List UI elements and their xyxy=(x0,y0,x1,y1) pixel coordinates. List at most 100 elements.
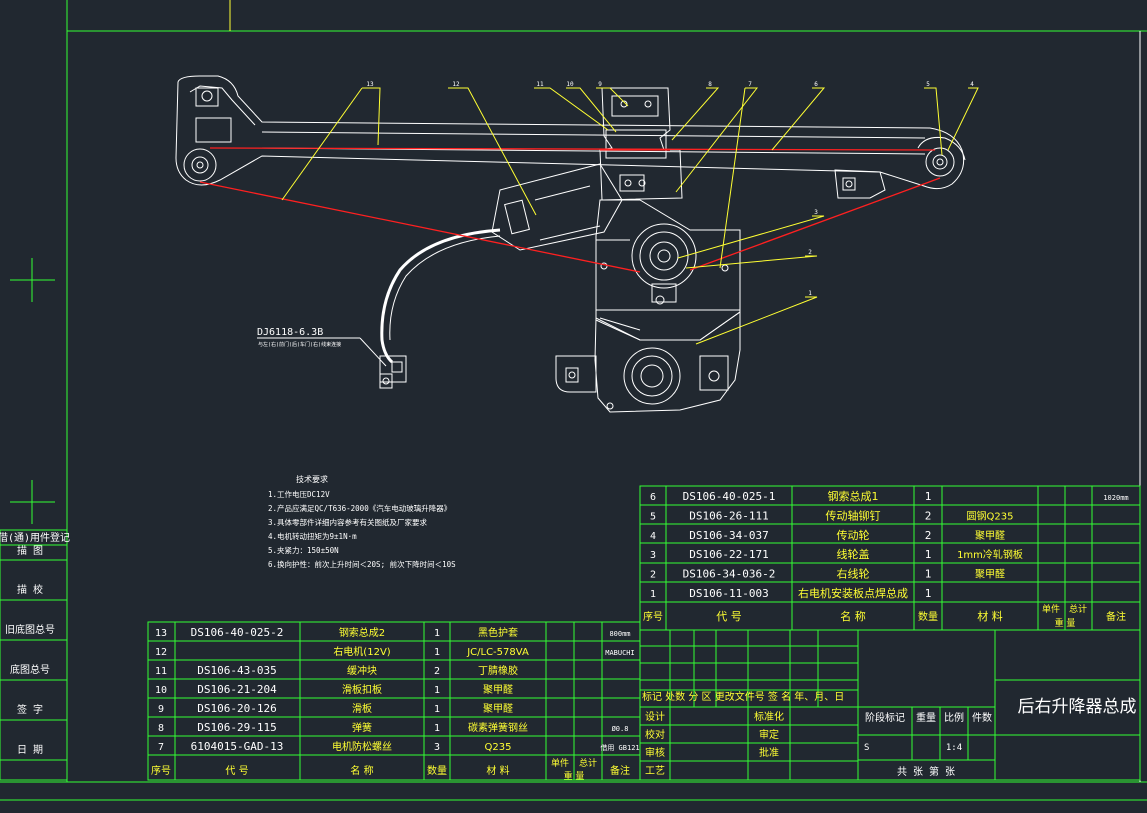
scale-value: 1:4 xyxy=(946,743,962,753)
bom-header-name: 名 称 xyxy=(840,609,866,623)
bom-header-note: 备注 xyxy=(1106,610,1126,623)
tech-requirement-item: 3.具体零部件详细内容参考有关图纸及厂家要求 xyxy=(268,517,428,527)
bom-row-code: DS106-20-126 xyxy=(197,702,276,715)
bom-row-code: DS106-34-036-2 xyxy=(683,568,776,581)
tech-requirement-item: 4.电机转动扭矩为9±1N·m xyxy=(268,531,357,541)
bom-row-qty: 1 xyxy=(434,628,440,639)
bom-header-weight: 重 量 xyxy=(1055,617,1076,629)
stage-value: S xyxy=(864,743,869,753)
side-registration-block xyxy=(0,529,68,781)
bom-row-name: 缓冲块 xyxy=(347,664,377,677)
bom-row-material: 黑色护套 xyxy=(478,626,518,639)
title-role: 批准 xyxy=(759,746,779,759)
callout-leaders xyxy=(281,87,979,345)
bom-header-code: 代 号 xyxy=(225,765,248,777)
side-label: 旧底图总号 xyxy=(5,623,55,636)
bom-row-number: 10 xyxy=(155,685,167,696)
bom-row-number: 3 xyxy=(650,550,656,561)
bom-row-name: 传动轮 xyxy=(837,528,870,542)
bom-row-number: 5 xyxy=(650,511,656,522)
drawing-title: 后右升降器总成 xyxy=(1018,697,1137,717)
tech-requirement-item: 5.夹紧力：150±50N xyxy=(268,545,339,555)
bom-row-name: 滑板扣板 xyxy=(342,683,382,696)
bom-row-number: 7 xyxy=(158,742,164,753)
bom-row-material: 聚甲醛 xyxy=(483,683,513,696)
bom-row-qty: 1 xyxy=(434,685,440,696)
bom-row-qty: 1 xyxy=(925,587,932,600)
bom-row-number: 11 xyxy=(155,666,167,677)
scale-label: 比例 xyxy=(944,711,964,724)
bom-row-note: Ø0.8 xyxy=(612,725,629,733)
bom-row-material: 聚甲醛 xyxy=(975,529,1005,542)
bom-header-no: 序号 xyxy=(151,764,171,777)
bom-row-code: DS106-40-025-1 xyxy=(683,490,776,503)
bom-row-code: DS106-34-037 xyxy=(689,529,768,542)
bom-row-code: DS106-40-025-2 xyxy=(191,626,284,639)
bom-row-qty: 1 xyxy=(434,647,440,658)
callout-number: 13 xyxy=(366,81,374,88)
bom-row-name: 电机防松螺丝 xyxy=(332,740,392,753)
bom-row-name: 钢索总成2 xyxy=(339,626,385,639)
bom-row-number: 6 xyxy=(650,492,656,503)
title-block-grid xyxy=(639,629,1141,781)
bom-row-name: 线轮盖 xyxy=(837,547,870,561)
bom-row-qty: 2 xyxy=(925,529,932,542)
bom-row-number: 1 xyxy=(650,589,656,600)
callout-number: 12 xyxy=(452,81,460,88)
bom-row-number: 2 xyxy=(650,570,656,581)
bom-row-material: 丁腈橡胶 xyxy=(478,664,518,677)
bom-row-name: 滑板 xyxy=(352,702,372,715)
side-label: 底图总号 xyxy=(10,663,50,676)
side-block-header: 借(通)用件登记 xyxy=(0,531,70,544)
bom-row-material: 聚甲醛 xyxy=(483,702,513,715)
bom-header-qty: 数量 xyxy=(918,610,938,623)
bom-header-code: 代 号 xyxy=(716,610,742,623)
bom-row-note: 1020mm xyxy=(1103,494,1128,502)
bom-header-qty: 数量 xyxy=(427,764,447,777)
bom-header-no: 序号 xyxy=(643,610,663,623)
bom-row-qty: 1 xyxy=(925,490,932,503)
side-label: 描 校 xyxy=(17,583,43,596)
callout-number: 11 xyxy=(536,81,544,88)
bom-row-name: 钢索总成1 xyxy=(828,489,879,503)
bom-row-note: MABUCHI xyxy=(605,649,635,657)
side-label: 描 图 xyxy=(17,544,43,557)
bom-row-name: 右电机安装板点焊总成 xyxy=(798,586,908,600)
bom-row-code: DS106-22-171 xyxy=(689,548,768,561)
callout-number: 4 xyxy=(970,81,974,88)
callout-number: 2 xyxy=(808,249,812,256)
bom-row-code: DS106-43-035 xyxy=(197,664,276,677)
bom-row-qty: 1 xyxy=(434,723,440,734)
sheet-label: 共 张 第 张 xyxy=(897,765,955,778)
callout-number: 1 xyxy=(808,290,812,297)
weight-label: 重量 xyxy=(916,711,936,724)
bom-header-total: 总计 xyxy=(579,757,597,769)
bom-row-number: 8 xyxy=(158,723,164,734)
bom-header-weight: 重 量 xyxy=(564,770,585,782)
side-label: 日 期 xyxy=(17,744,43,756)
callout-number: 9 xyxy=(598,81,602,88)
callout-number: 8 xyxy=(708,81,712,88)
bom-row-code: 6104015-GAD-13 xyxy=(191,740,284,753)
bom-header-note: 备注 xyxy=(610,764,630,777)
callout-number: 5 xyxy=(926,81,930,88)
revision-header: 标记 处数 分 区 更改文件号 签 名 年、月、日 xyxy=(642,690,844,703)
title-role: 审核 xyxy=(645,746,665,759)
tech-requirement-item: 1.工作电压DC12V xyxy=(268,489,330,499)
bom-row-material: Q235 xyxy=(485,742,512,753)
bom-row-qty: 1 xyxy=(925,548,932,561)
stage-label: 阶段标记 xyxy=(865,711,905,724)
bom-row-material: 圆钢Q235 xyxy=(967,509,1014,522)
bom-row-number: 9 xyxy=(158,704,164,715)
bom-row-qty: 1 xyxy=(925,568,932,581)
bom-row-number: 4 xyxy=(650,531,656,542)
bom-row-code: DS106-29-115 xyxy=(197,721,276,734)
bom-header-total: 总计 xyxy=(1069,603,1087,615)
bom-header-unit: 单件 xyxy=(1042,603,1060,615)
bom-row-name: 右电机(12V) xyxy=(333,645,390,658)
title-role: 审定 xyxy=(759,728,779,741)
